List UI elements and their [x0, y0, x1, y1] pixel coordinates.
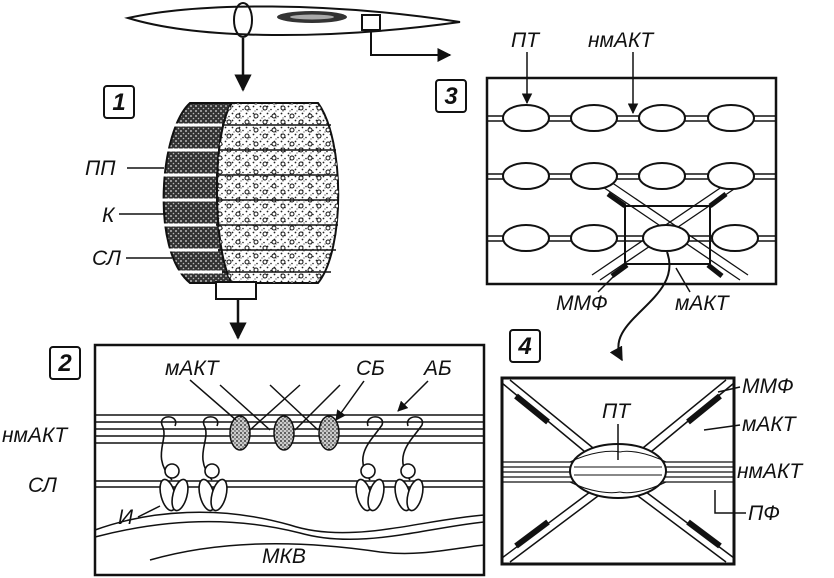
label-pp: ПП	[85, 157, 116, 180]
arrow-to-panel-4	[609, 251, 671, 362]
panel-3-number: 3	[444, 83, 458, 110]
leader-pf	[714, 490, 746, 514]
panel-4: 4	[500, 329, 804, 566]
label-nmakt-4: нмАКТ	[737, 460, 804, 483]
dense-bodies-sb	[229, 415, 340, 451]
label-mkv: МКВ	[262, 545, 306, 568]
label-sl-1: СЛ	[92, 247, 121, 270]
actin-through-body	[574, 466, 662, 476]
arrow-to-panel-3	[370, 30, 452, 62]
integrin-complexes	[159, 416, 424, 512]
label-sl-2: СЛ	[28, 474, 57, 497]
label-makt-4: мАКТ	[742, 413, 798, 436]
leader-makt-2	[189, 379, 237, 421]
leader-mmf-4	[717, 386, 741, 393]
label-i: И	[118, 506, 134, 529]
myosin-filament-segments	[606, 191, 728, 279]
dense-bodies	[502, 104, 759, 252]
panel-1-number: 1	[112, 89, 125, 116]
panel-4-number-box	[509, 329, 541, 363]
label-makt-2: мАКТ	[165, 357, 221, 380]
spindle-cell	[124, 2, 461, 92]
label-nmakt-3: нмАКТ	[588, 29, 655, 52]
crossing-myosin-filaments	[219, 384, 341, 431]
cross-section-marker	[233, 2, 253, 38]
cylinder-circles	[217, 103, 339, 283]
magnified-region-marker	[215, 281, 257, 300]
label-pt-4: ПТ	[602, 400, 632, 423]
panel-2-frame	[93, 343, 486, 577]
extracellular-fibers	[94, 511, 485, 561]
label-pt-3: ПТ	[511, 29, 541, 52]
leader-makt-3	[675, 267, 691, 293]
panel-1: 1 ПП К СЛ	[85, 85, 340, 340]
panel-4-number: 4	[517, 333, 531, 360]
myosin-thick-segments	[514, 393, 722, 549]
leader-ab	[397, 380, 429, 412]
label-ab: АБ	[422, 357, 452, 380]
leader-makt-4	[703, 424, 741, 431]
leader-sb	[335, 380, 365, 421]
panel-1-number-box	[103, 85, 135, 119]
label-mmf-4: ММФ	[742, 375, 794, 398]
panel-3-number-box	[435, 79, 467, 113]
label-makt-3: мАКТ	[675, 292, 731, 315]
label-nmakt-2: нмАКТ	[2, 424, 69, 447]
label-sb: СБ	[356, 357, 385, 380]
inner-face-bands	[156, 123, 222, 274]
panel-2-number-box	[49, 346, 81, 380]
leader-mmf-3	[597, 271, 619, 293]
leader-i	[137, 505, 161, 518]
cylinder-band-lines	[216, 124, 339, 273]
cell-nucleus-highlight	[290, 14, 334, 20]
label-pf: ПФ	[748, 502, 780, 525]
panel-2-number: 2	[57, 350, 72, 377]
actin-splay	[569, 450, 667, 494]
label-k: К	[102, 204, 116, 227]
label-mmf-3: ММФ	[556, 292, 608, 315]
panel-3: 3	[435, 29, 778, 362]
panel-2: 2	[2, 343, 486, 577]
